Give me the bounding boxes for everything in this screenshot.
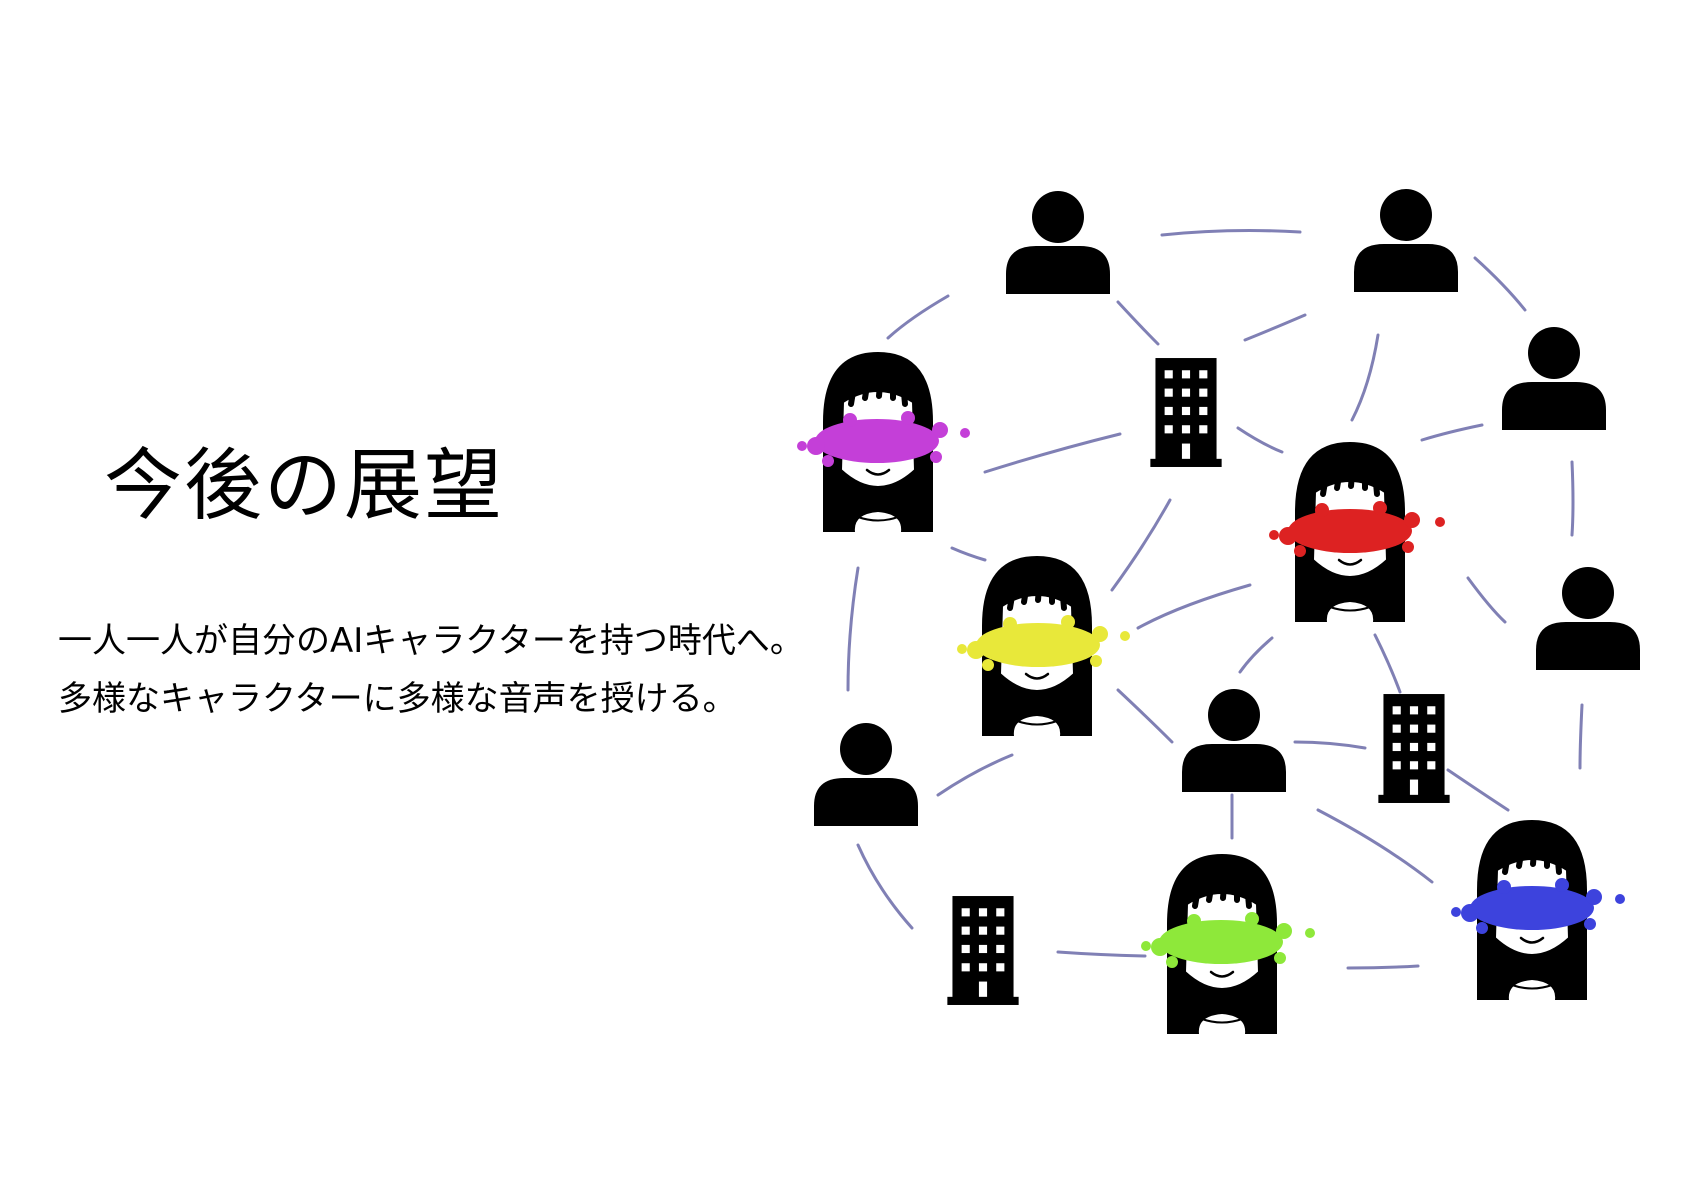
person-icon	[1182, 689, 1286, 792]
building-icon	[947, 896, 1019, 1005]
person-icon	[1502, 327, 1606, 430]
person-icon	[814, 723, 918, 826]
body-line-1: 一人一人が自分のAIキャラクターを持つ時代へ。	[58, 621, 804, 661]
building-icon	[1150, 358, 1222, 467]
body-line-2: 多様なキャラクターに多様な音声を授ける。	[58, 679, 737, 719]
building-icon	[1378, 694, 1450, 803]
slide-body: 一人一人が自分のAIキャラクターを持つ時代へ。 多様なキャラクターに多様な音声を…	[58, 612, 804, 728]
person-icon	[1006, 191, 1110, 294]
slide-title: 今後の展望	[104, 441, 505, 531]
person-icon	[1536, 567, 1640, 670]
ai-character-purple	[797, 352, 970, 532]
ai-character-red	[1269, 442, 1445, 622]
ai-character-yellow	[957, 556, 1130, 736]
connection-lines	[846, 229, 1584, 970]
ai-character-blue	[1451, 820, 1625, 1000]
person-icon	[1354, 189, 1458, 292]
ai-character-green	[1141, 854, 1315, 1034]
